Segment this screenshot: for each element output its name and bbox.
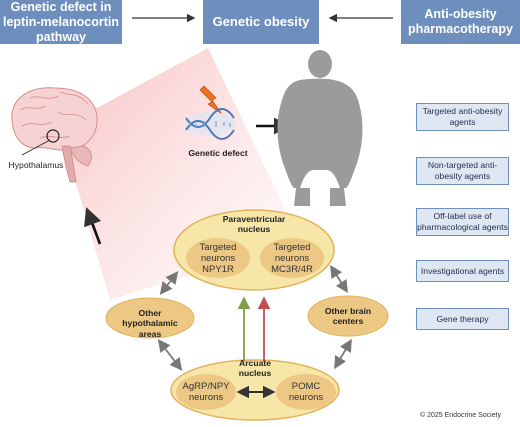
other-brain-ellipse [307, 295, 389, 337]
arcuate-label: Arcuate nucleus [238, 358, 272, 379]
pvn-npy1r-oval [186, 238, 250, 278]
other-brain-label: Other brain centers [324, 306, 372, 327]
obese-person-icon [277, 50, 363, 206]
therapy-targeted: Targeted anti-obesity agents [416, 103, 509, 131]
arrow-to-brain [84, 207, 102, 245]
hypothalamus-label: Hypothalamus [8, 160, 64, 170]
arc-agrp-oval [176, 374, 236, 410]
arc-pomc-oval [276, 374, 336, 410]
arrow-brain-arc [334, 338, 352, 370]
therapy-off-label: Off-label use of pharmacological agents [416, 208, 509, 236]
other-hypothalamic-label: Other hypothalamic areas [122, 308, 178, 339]
header-genetic-defect: Genetic defect in leptin-melanocortin pa… [0, 0, 122, 44]
therapy-investigational: Investigational agents [416, 260, 509, 282]
arrow-hypothalamic-arc [157, 339, 183, 371]
paraventricular-label: Paraventricular nucleus [222, 214, 286, 235]
brain-icon [11, 87, 98, 183]
pvn-mc3r-oval [260, 238, 324, 278]
pvn-mc3r-label: Targeted neurons MC3R/4R [271, 242, 313, 275]
copyright-text: © 2025 Endocrine Society [420, 412, 502, 419]
pvn-npy1r-label: Targeted neurons NPY1R [199, 242, 237, 275]
therapy-non-targeted: Non-targeted anti-obesity agents [416, 157, 509, 185]
lightning-icon [199, 85, 223, 115]
arc-pomc-label: POMC neurons [288, 381, 324, 403]
dna-icon [184, 108, 236, 140]
hypothalamus-pointer [21, 139, 51, 156]
therapy-gene: Gene therapy [416, 308, 509, 330]
header-pharmacotherapy: Anti-obesity pharmacotherapy [401, 0, 520, 44]
arc-agrp-label: AgRP/NPY neurons [182, 381, 230, 403]
other-hypothalamic-ellipse [105, 297, 195, 339]
genetic-defect-label: Genetic defect [188, 148, 248, 158]
header-genetic-obesity: Genetic obesity [203, 0, 319, 44]
arrow-pvn-hypothalamic [159, 271, 179, 295]
arrow-pvn-brain [330, 264, 348, 294]
